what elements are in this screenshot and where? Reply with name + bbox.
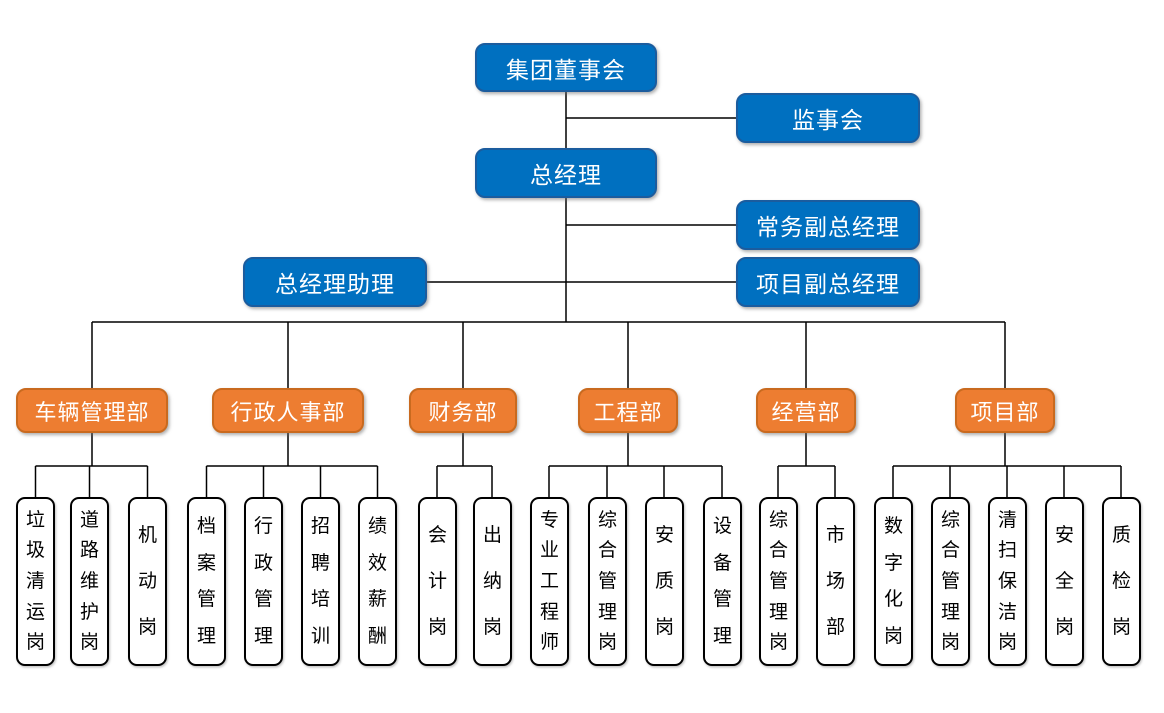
position-label: 招聘培训 <box>310 514 330 648</box>
position-label: 档案管理 <box>196 514 216 648</box>
node-board: 集团董事会 <box>475 43 657 92</box>
node-position: 绩效薪酬 <box>358 497 397 666</box>
position-label: 会计岗 <box>427 524 447 638</box>
node-dept-projects: 项目部 <box>955 388 1055 433</box>
position-label: 数字化岗 <box>883 514 903 648</box>
position-label: 安全岗 <box>1054 524 1074 638</box>
node-position: 专业工程师 <box>530 497 569 666</box>
position-label: 市场部 <box>825 524 845 638</box>
node-dept-engineering: 工程部 <box>578 388 678 433</box>
position-label: 综合管理岗 <box>768 508 788 654</box>
position-label: 绩效薪酬 <box>367 514 387 648</box>
position-label: 垃圾清运岗 <box>25 508 45 654</box>
node-position: 档案管理 <box>187 497 226 666</box>
node-position: 道路维护岗 <box>70 497 109 666</box>
node-position: 设备管理 <box>703 497 742 666</box>
node-gm-assistant: 总经理助理 <box>243 257 427 307</box>
node-position: 清扫保洁岗 <box>988 497 1027 666</box>
position-label: 设备管理 <box>712 514 732 648</box>
position-label: 安质岗 <box>654 524 674 638</box>
position-label: 出纳岗 <box>482 524 502 638</box>
node-position: 质检岗 <box>1102 497 1141 666</box>
node-position: 市场部 <box>816 497 855 666</box>
node-position: 垃圾清运岗 <box>16 497 55 666</box>
node-position: 行政管理 <box>244 497 283 666</box>
position-label: 清扫保洁岗 <box>997 508 1017 654</box>
node-supervisory-board: 监事会 <box>736 93 920 143</box>
position-label: 机动岗 <box>137 524 157 638</box>
node-position: 综合管理岗 <box>759 497 798 666</box>
node-position: 出纳岗 <box>473 497 512 666</box>
node-general-manager: 总经理 <box>475 148 657 198</box>
node-position: 安质岗 <box>645 497 684 666</box>
node-position: 会计岗 <box>418 497 457 666</box>
node-position: 综合管理岗 <box>588 497 627 666</box>
node-dept-admin-hr: 行政人事部 <box>212 388 364 433</box>
node-position: 综合管理岗 <box>931 497 970 666</box>
node-dept-operations: 经营部 <box>756 388 856 433</box>
node-dept-finance: 财务部 <box>409 388 517 433</box>
node-position: 安全岗 <box>1045 497 1084 666</box>
position-label: 综合管理岗 <box>597 508 617 654</box>
position-label: 行政管理 <box>253 514 273 648</box>
position-label: 专业工程师 <box>539 508 559 654</box>
position-label: 综合管理岗 <box>940 508 960 654</box>
position-label: 道路维护岗 <box>79 508 99 654</box>
node-position: 招聘培训 <box>301 497 340 666</box>
node-position: 数字化岗 <box>874 497 913 666</box>
node-project-deputy-gm: 项目副总经理 <box>736 257 920 307</box>
node-executive-deputy-gm: 常务副总经理 <box>736 200 920 250</box>
position-label: 质检岗 <box>1111 524 1131 638</box>
node-dept-vehicle-management: 车辆管理部 <box>16 388 168 433</box>
node-position: 机动岗 <box>128 497 167 666</box>
